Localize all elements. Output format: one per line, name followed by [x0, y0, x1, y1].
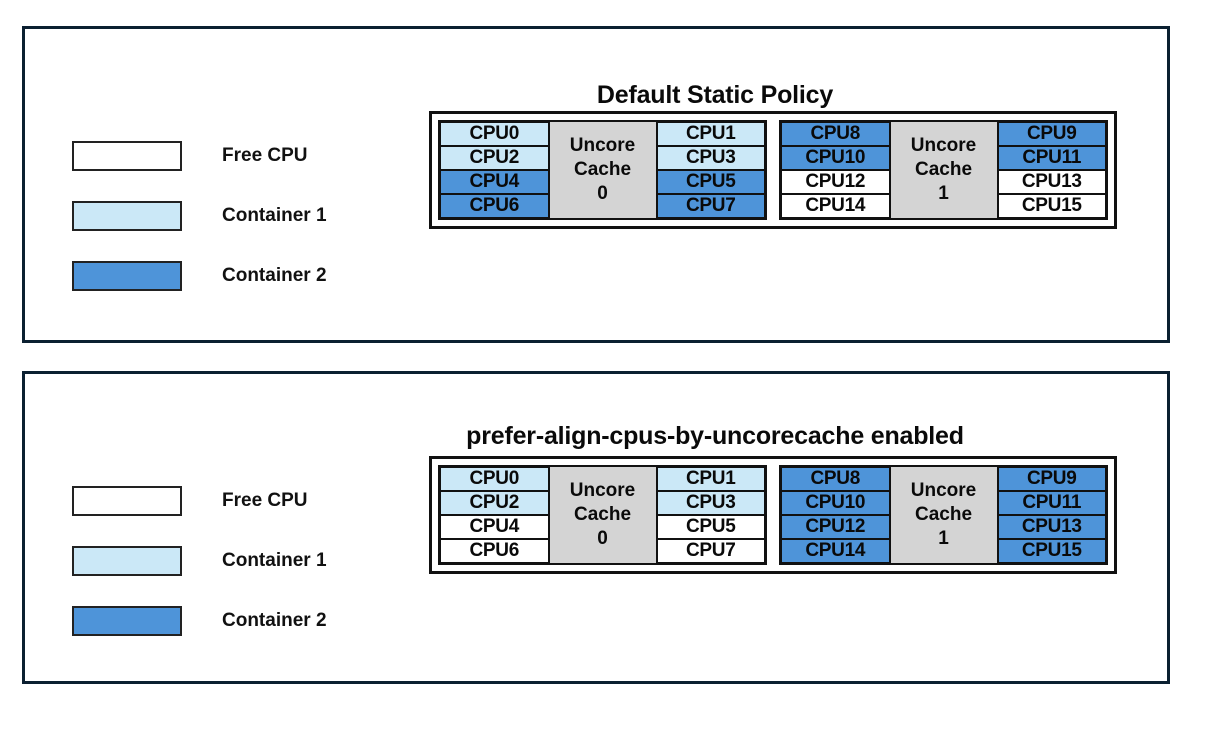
legend-row-container-1: Container 1 — [72, 186, 327, 246]
cpu-column-left: CPU0 CPU2 CPU4 CPU6 — [440, 467, 549, 563]
legend-row-container-2: Container 2 — [72, 591, 327, 651]
cpu-cell: CPU2 — [440, 146, 549, 170]
cpu-cell: CPU9 — [997, 467, 1106, 491]
cpu-column-right: CPU9 CPU11 CPU13 CPU15 — [997, 467, 1106, 563]
uncore-cache-index: 0 — [597, 182, 608, 204]
cpu-column-right: CPU9 CPU11 CPU13 CPU15 — [997, 122, 1106, 218]
cpu-column-left: CPU0 CPU2 CPU4 CPU6 — [440, 122, 549, 218]
legend-swatch-free-cpu — [72, 141, 182, 171]
legend: Free CPU Container 1 Container 2 — [72, 126, 327, 306]
cpu-cell: CPU8 — [781, 122, 890, 146]
legend-label-container-2: Container 2 — [222, 610, 327, 631]
cpu-cell: CPU8 — [781, 467, 890, 491]
legend-swatch-container-1 — [72, 201, 182, 231]
cpu-topology-diagram: CPU0 CPU2 CPU4 CPU6 Uncore Cache 0 CPU1 … — [429, 111, 1117, 229]
cpu-cell: CPU4 — [440, 515, 549, 539]
legend-swatch-container-2 — [72, 261, 182, 291]
panel-title: Default Static Policy — [596, 81, 834, 109]
cpu-cell: CPU1 — [656, 467, 765, 491]
legend-row-free-cpu: Free CPU — [72, 471, 327, 531]
cpu-cell: CPU3 — [656, 491, 765, 515]
uncore-cache-line-1: Uncore — [910, 135, 977, 157]
cpu-cell: CPU15 — [997, 194, 1106, 218]
cpu-cell: CPU10 — [781, 491, 890, 515]
cpu-cell: CPU11 — [997, 491, 1106, 515]
cpu-cell: CPU0 — [440, 467, 549, 491]
cpu-topology-diagram: CPU0 CPU2 CPU4 CPU6 Uncore Cache 0 CPU1 … — [429, 456, 1117, 574]
uncore-cache-line-2: Cache — [914, 504, 973, 526]
panel-prefer-align-enabled: prefer-align-cpus-by-uncorecache enabled… — [22, 371, 1170, 684]
uncore-cache-index: 1 — [938, 182, 949, 204]
legend-label-free-cpu: Free CPU — [222, 490, 308, 511]
legend-swatch-free-cpu — [72, 486, 182, 516]
panel-default-static-policy: Default Static Policy Free CPU Container… — [22, 26, 1170, 343]
legend-label-container-2: Container 2 — [222, 265, 327, 286]
uncore-cache-group-1: CPU8 CPU10 CPU12 CPU14 Uncore Cache 1 CP… — [779, 120, 1108, 220]
cpu-cell: CPU0 — [440, 122, 549, 146]
uncore-cache-label: Uncore Cache 0 — [548, 122, 657, 218]
cpu-column-right: CPU1 CPU3 CPU5 CPU7 — [656, 122, 765, 218]
uncore-cache-line-1: Uncore — [569, 135, 636, 157]
cpu-column-left: CPU8 CPU10 CPU12 CPU14 — [781, 122, 890, 218]
cpu-cell: CPU10 — [781, 146, 890, 170]
uncore-cache-index: 1 — [938, 527, 949, 549]
cpu-cell: CPU7 — [656, 194, 765, 218]
cpu-cell: CPU6 — [440, 194, 549, 218]
cpu-cell: CPU14 — [781, 194, 890, 218]
cpu-cell: CPU13 — [997, 515, 1106, 539]
panel-title: prefer-align-cpus-by-uncorecache enabled — [466, 422, 964, 450]
cpu-cell: CPU5 — [656, 515, 765, 539]
uncore-cache-group-1: CPU8 CPU10 CPU12 CPU14 Uncore Cache 1 CP… — [779, 465, 1108, 565]
cpu-column-right: CPU1 CPU3 CPU5 CPU7 — [656, 467, 765, 563]
uncore-cache-line-1: Uncore — [910, 480, 977, 502]
cpu-cell: CPU4 — [440, 170, 549, 194]
socket-row: CPU0 CPU2 CPU4 CPU6 Uncore Cache 0 CPU1 … — [438, 120, 1108, 220]
cpu-cell: CPU1 — [656, 122, 765, 146]
legend-label-container-1: Container 1 — [222, 205, 327, 226]
legend: Free CPU Container 1 Container 2 — [72, 471, 327, 651]
uncore-cache-index: 0 — [597, 527, 608, 549]
uncore-cache-line-2: Cache — [914, 159, 973, 181]
cpu-cell: CPU7 — [656, 539, 765, 563]
legend-label-free-cpu: Free CPU — [222, 145, 308, 166]
uncore-cache-line-2: Cache — [573, 159, 632, 181]
cpu-cell: CPU14 — [781, 539, 890, 563]
uncore-cache-group-0: CPU0 CPU2 CPU4 CPU6 Uncore Cache 0 CPU1 … — [438, 465, 767, 565]
legend-row-container-1: Container 1 — [72, 531, 327, 591]
uncore-cache-label: Uncore Cache 1 — [889, 467, 998, 563]
uncore-cache-line-1: Uncore — [569, 480, 636, 502]
cpu-cell: CPU3 — [656, 146, 765, 170]
cpu-cell: CPU11 — [997, 146, 1106, 170]
legend-label-container-1: Container 1 — [222, 550, 327, 571]
uncore-cache-line-2: Cache — [573, 504, 632, 526]
cpu-cell: CPU12 — [781, 170, 890, 194]
legend-swatch-container-2 — [72, 606, 182, 636]
legend-swatch-container-1 — [72, 546, 182, 576]
legend-row-free-cpu: Free CPU — [72, 126, 327, 186]
socket-row: CPU0 CPU2 CPU4 CPU6 Uncore Cache 0 CPU1 … — [438, 465, 1108, 565]
cpu-cell: CPU9 — [997, 122, 1106, 146]
cpu-cell: CPU2 — [440, 491, 549, 515]
cpu-cell: CPU5 — [656, 170, 765, 194]
uncore-cache-label: Uncore Cache 0 — [548, 467, 657, 563]
cpu-column-left: CPU8 CPU10 CPU12 CPU14 — [781, 467, 890, 563]
uncore-cache-label: Uncore Cache 1 — [889, 122, 998, 218]
cpu-cell: CPU15 — [997, 539, 1106, 563]
cpu-cell: CPU6 — [440, 539, 549, 563]
cpu-cell: CPU13 — [997, 170, 1106, 194]
uncore-cache-group-0: CPU0 CPU2 CPU4 CPU6 Uncore Cache 0 CPU1 … — [438, 120, 767, 220]
legend-row-container-2: Container 2 — [72, 246, 327, 306]
cpu-cell: CPU12 — [781, 515, 890, 539]
